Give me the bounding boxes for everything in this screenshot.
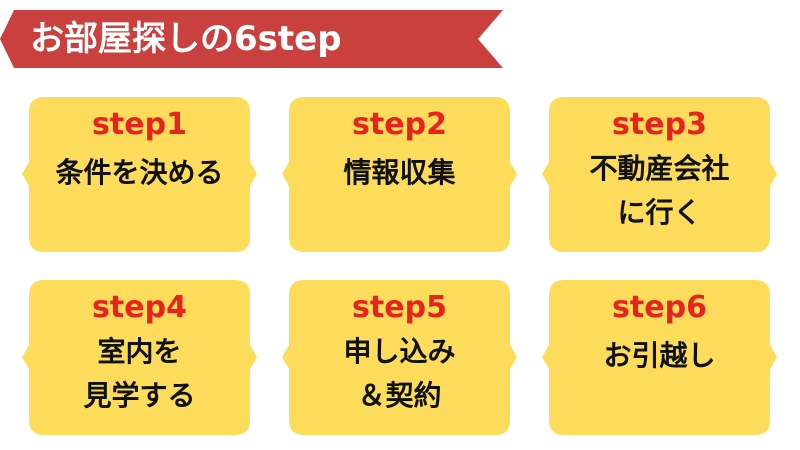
step-text: 不動産会社 に行く bbox=[589, 147, 729, 235]
step-text-line: 室内を bbox=[97, 335, 182, 368]
step-text: 申し込み ＆契約 bbox=[343, 330, 455, 418]
step-text-line: 見学する bbox=[83, 379, 196, 412]
step-card-6: step6 お引越し bbox=[542, 280, 777, 435]
step-card-4: step4 室内を 見学する bbox=[22, 280, 257, 435]
page-title: お部屋探しの6step bbox=[30, 19, 342, 59]
card-shape bbox=[282, 97, 517, 252]
card-shape bbox=[282, 280, 517, 435]
step-text: 情報収集 bbox=[343, 151, 455, 195]
step-text-line: 申し込み bbox=[343, 335, 456, 368]
step-card-2: step2 情報収集 bbox=[282, 97, 517, 252]
card-shape bbox=[542, 280, 777, 435]
step-label: step3 bbox=[612, 107, 707, 142]
banner-shape bbox=[0, 10, 503, 68]
step-label: step2 bbox=[352, 107, 447, 142]
step-label: step1 bbox=[92, 107, 187, 142]
step-label: step5 bbox=[352, 290, 447, 325]
step-label: step6 bbox=[612, 290, 707, 325]
step-card-1: step1 条件を決める bbox=[22, 97, 257, 252]
card-shape bbox=[542, 97, 777, 252]
card-shape bbox=[22, 280, 257, 435]
step-label: step4 bbox=[92, 290, 187, 325]
step-text-line: お引越し bbox=[603, 339, 716, 372]
step-text-line: 情報収集 bbox=[343, 156, 456, 189]
step-text: 条件を決める bbox=[55, 151, 223, 195]
step-card-5: step5 申し込み ＆契約 bbox=[282, 280, 517, 435]
step-text-line: ＆契約 bbox=[357, 379, 442, 412]
title-banner: お部屋探しの6step bbox=[0, 0, 505, 78]
step-text: お引越し bbox=[603, 334, 715, 378]
step-text-line: 不動産会社 bbox=[589, 152, 730, 185]
step-text-line: 条件を決める bbox=[55, 156, 224, 189]
step-text-line: に行く bbox=[617, 196, 702, 229]
card-shape bbox=[22, 97, 257, 252]
step-card-3: step3 不動産会社 に行く bbox=[542, 97, 777, 252]
step-text: 室内を 見学する bbox=[83, 330, 195, 418]
